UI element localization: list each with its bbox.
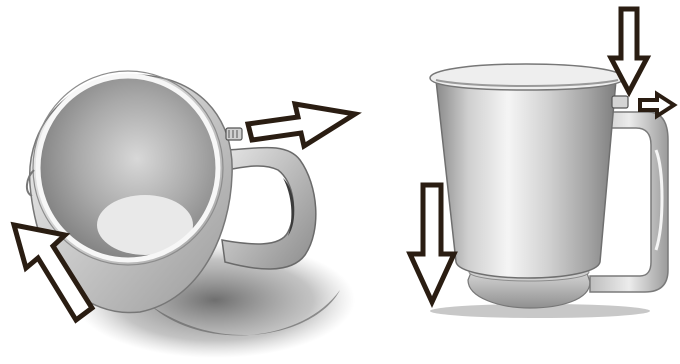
arrow-down-large-icon: [410, 185, 454, 302]
cup-body: [436, 80, 616, 278]
jug-top-view: [14, 71, 355, 358]
arrow-right-icon: [248, 104, 355, 146]
side-button: [612, 96, 628, 108]
handle-button: [226, 128, 242, 140]
jug-side-view: [410, 9, 674, 318]
jug-handle: [222, 148, 316, 270]
